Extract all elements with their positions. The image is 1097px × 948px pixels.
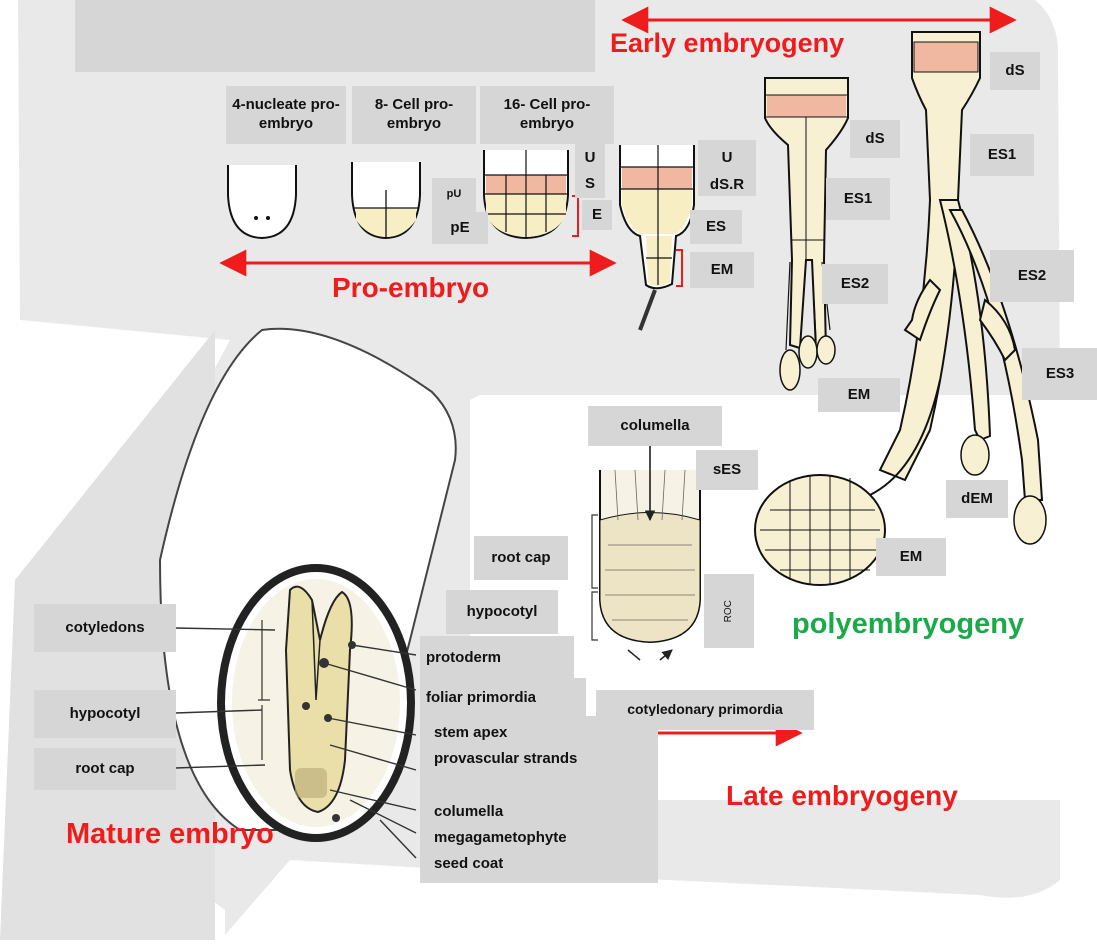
label-roc: ROC bbox=[704, 574, 754, 648]
title-late-embryogeny: Late embryogeny bbox=[726, 780, 958, 812]
label-u-dsr: U dS.R bbox=[698, 140, 756, 196]
label-cotyledons: cotyledons bbox=[34, 604, 176, 652]
label-ds-mid: dS bbox=[850, 120, 900, 158]
label-root-cap-mid: root cap bbox=[474, 536, 568, 580]
label-hypocotyl-left: hypocotyl bbox=[34, 690, 176, 738]
mature-structures-list-2: columella megagametophyte seed coat bbox=[420, 795, 658, 883]
label-pu: pU bbox=[432, 178, 476, 212]
title-polyembryogeny: polyembryogeny bbox=[792, 608, 1024, 641]
label-8-cell: 8- Cell pro-embryo bbox=[352, 86, 476, 144]
label-es2-right: ES2 bbox=[990, 250, 1074, 302]
label-ds-right: dS bbox=[990, 52, 1040, 90]
four-nucleate-cell bbox=[228, 165, 296, 238]
secondary-embryo-b bbox=[1014, 496, 1046, 544]
label-pe: pE bbox=[432, 212, 488, 244]
root-apex-illustration bbox=[592, 440, 700, 660]
label-columella-top: columella bbox=[588, 406, 722, 446]
label-columella-bottom: columella bbox=[434, 799, 644, 825]
label-4-nucleate: 4-nucleate pro-embryo bbox=[226, 86, 346, 144]
label-ses: sES bbox=[696, 450, 758, 490]
dominant-embryo-globe bbox=[755, 475, 885, 585]
label-root-cap-left: root cap bbox=[34, 748, 176, 790]
label-dem: dEM bbox=[946, 480, 1008, 518]
title-mature-embryo: Mature embryo bbox=[66, 818, 274, 851]
label-protoderm: protoderm bbox=[420, 636, 574, 680]
secondary-embryo-a bbox=[961, 435, 989, 475]
label-foliar-primordia: foliar primordia bbox=[420, 678, 586, 718]
label-es1-mid: ES1 bbox=[826, 178, 890, 220]
label-stem-apex: stem apex bbox=[434, 720, 644, 746]
label-em-mid: EM bbox=[818, 378, 900, 412]
label-hypocotyl-mid: hypocotyl bbox=[446, 590, 558, 634]
sixteen-cell-proembryo bbox=[484, 150, 568, 238]
eight-cell-proembryo bbox=[352, 162, 420, 238]
label-es: ES bbox=[690, 210, 742, 244]
label-megagametophyte: megagametophyte bbox=[434, 825, 644, 851]
label-u: U bbox=[575, 144, 605, 172]
label-16-cell: 16- Cell pro-embryo bbox=[480, 86, 614, 144]
label-e: E bbox=[582, 200, 612, 230]
title-pro-embryo: Pro-embryo bbox=[332, 272, 489, 304]
label-es2-mid: ES2 bbox=[822, 264, 888, 304]
label-seed-coat: seed coat bbox=[434, 851, 644, 877]
label-s: S bbox=[575, 170, 605, 198]
label-em-big: EM bbox=[876, 538, 946, 576]
label-provascular-strands: provascular strands bbox=[434, 746, 644, 772]
label-em-small: EM bbox=[690, 252, 754, 288]
title-early-embryogeny: Early embryogeny bbox=[610, 28, 844, 59]
label-es3: ES3 bbox=[1022, 348, 1097, 400]
polyembryo-suspensor-band bbox=[914, 42, 978, 72]
top-banner bbox=[75, 0, 595, 72]
label-es1-right: ES1 bbox=[970, 134, 1034, 176]
